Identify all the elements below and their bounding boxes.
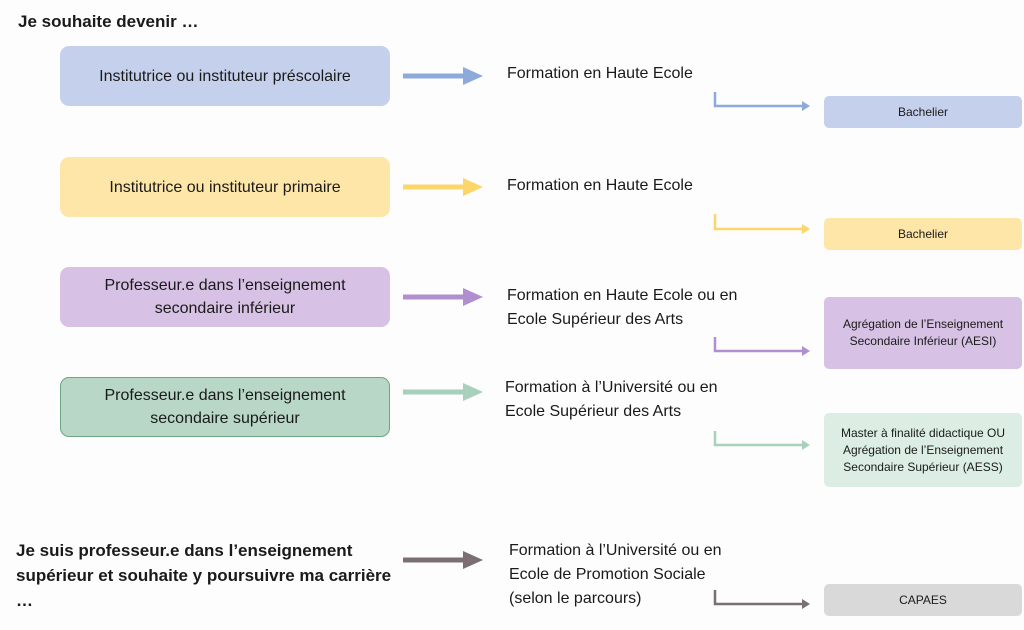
formation-line: (selon le parcours) [509,590,642,607]
degree-box-upper-secondary: Master à finalité didactique OU Agrégati… [824,413,1022,487]
arrow-higher-education [403,551,483,569]
heading-higher-education: Je suis professeur.e dans l’enseignement… [16,541,392,610]
formation-line: Ecole Supérieur des Arts [505,403,682,420]
role-box-primary: Institutrice ou instituteur primaire [60,157,390,217]
arrow-preschool [403,67,483,85]
formation-line: Formation à l’Université ou en [509,542,722,559]
formation-higher-education: Formation à l’Université ou en Ecole de … [509,539,722,611]
degree-box-preschool: Bachelier [824,96,1022,128]
arrow-lower-secondary [403,288,483,306]
arrow-upper-secondary [403,383,483,401]
connector-upper-secondary [713,431,810,450]
formation-line: Ecole Supérieur des Arts [507,311,684,328]
formation-line: Formation en Haute Ecole ou en [507,287,738,304]
connector-preschool [713,92,810,111]
role-box-preschool: Institutrice ou instituteur préscolaire [60,46,390,106]
degree-box-higher-education: CAPAES [824,584,1022,616]
formation-primary: Formation en Haute Ecole [507,174,693,198]
connector-primary [713,214,810,234]
formation-line: Formation à l’Université ou en [505,379,718,396]
formation-lower-secondary: Formation en Haute Ecole ou en Ecole Sup… [507,284,737,332]
arrow-primary [403,178,483,196]
connector-higher-education [713,590,810,609]
heading-top: Je souhaite devenir … [18,12,199,31]
role-box-lower-secondary: Professeur.e dans l’enseignement seconda… [60,267,390,327]
formation-line: Formation en Haute Ecole [507,177,693,194]
formation-preschool: Formation en Haute Ecole [507,62,693,86]
formation-upper-secondary: Formation à l’Université ou en Ecole Sup… [505,376,718,424]
degree-box-primary: Bachelier [824,218,1022,250]
connector-lower-secondary [713,337,810,356]
formation-line: Formation en Haute Ecole [507,65,693,82]
role-box-upper-secondary: Professeur.e dans l’enseignement seconda… [60,377,390,437]
degree-box-lower-secondary: Agrégation de l’Enseignement Secondaire … [824,297,1022,369]
formation-line: Ecole de Promotion Sociale [509,566,706,583]
